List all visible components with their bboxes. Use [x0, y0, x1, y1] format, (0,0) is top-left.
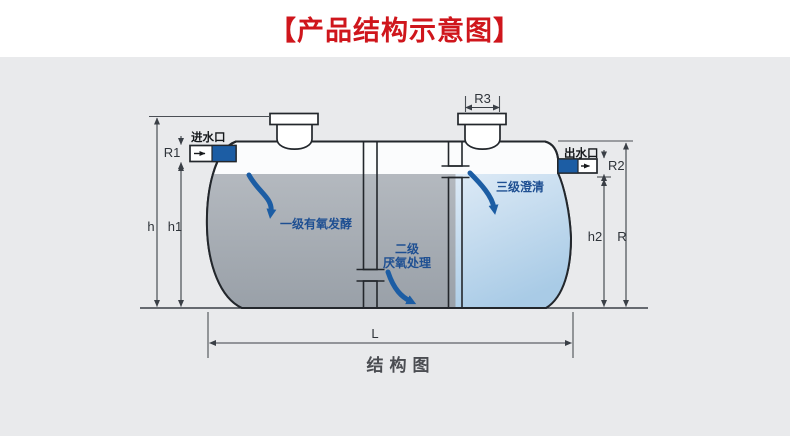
manhole-1 — [269, 112, 319, 150]
outlet-pipe — [557, 158, 598, 174]
water-clear-chamber — [455, 174, 571, 308]
diagram-caption: 结构图 — [367, 355, 436, 375]
manhole-2 — [457, 112, 507, 150]
dim-label-r2: R2 — [608, 158, 625, 173]
dimension-r3 — [464, 96, 501, 112]
stage3-flow-arrow-icon — [467, 170, 499, 215]
dimension-h — [149, 115, 270, 307]
outlet-label: 出水口 — [564, 146, 599, 160]
stage2-flow-arrow-icon — [385, 269, 417, 305]
stage2-label-line2: 厌氧处理 — [383, 255, 431, 270]
dim-label-h1: h1 — [168, 219, 182, 234]
dim-label-r1: R1 — [164, 145, 181, 160]
page-title: 【产品结构示意图】 — [269, 16, 521, 46]
dim-label-r: R — [617, 229, 626, 244]
stage1-label: 一级有氧发酵 — [280, 216, 352, 231]
partition-wall-2 — [441, 140, 470, 309]
stage3-label: 三级澄清 — [496, 179, 544, 194]
dim-label-l: L — [371, 326, 378, 341]
stage2-label-line1: 二级 — [395, 241, 419, 256]
inlet-pipe — [189, 144, 237, 163]
water-gray-chambers — [206, 174, 456, 308]
dimension-l — [207, 312, 574, 358]
dim-label-h2: h2 — [588, 229, 602, 244]
dim-label-r3: R3 — [474, 91, 491, 106]
dim-label-h: h — [147, 219, 154, 234]
page-title-bar: 【产品结构示意图】 — [0, 0, 790, 57]
partition-wall-1 — [356, 140, 385, 309]
dimension-r — [558, 140, 633, 307]
stage1-flow-arrow-icon — [246, 172, 277, 219]
inlet-label: 进水口 — [191, 130, 226, 144]
